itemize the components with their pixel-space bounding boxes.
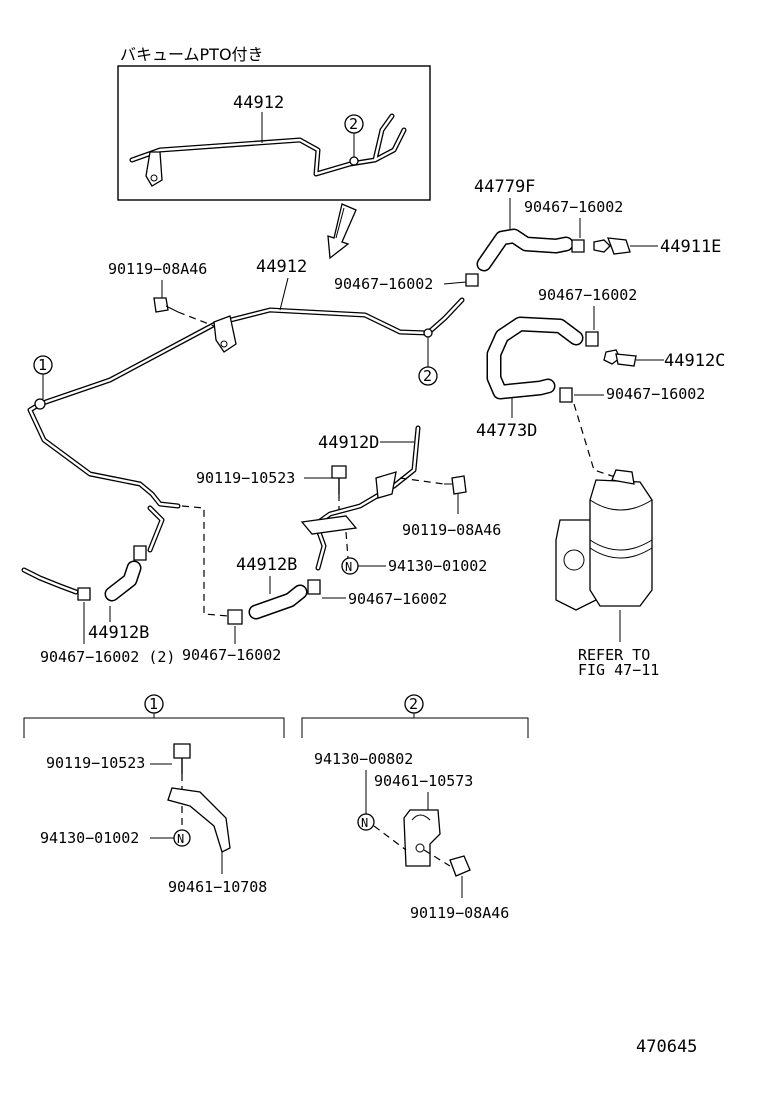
svg-text:2: 2 — [409, 695, 418, 713]
inset-frame — [117, 65, 431, 201]
label-90467-16002-d: 90467−16002 — [606, 385, 705, 403]
svg-text:2: 2 — [423, 367, 432, 385]
svg-text:N: N — [361, 816, 368, 830]
clip-90467-c — [585, 331, 599, 347]
detail2-bolt-label: 90119−08A46 — [410, 904, 509, 922]
label-44912: 44912 — [256, 257, 307, 277]
label-90467-16002-b: 90467−16002 — [334, 275, 433, 293]
label-94130-01002-a: 94130−01002 — [388, 557, 487, 575]
view-arrow — [327, 203, 357, 260]
clip-90467-b — [465, 273, 479, 287]
hose-44912B-a — [248, 584, 308, 620]
clip-90467-e — [307, 579, 321, 595]
bolt-90119-08A46-a — [153, 297, 179, 313]
detail2-nut: N — [357, 813, 375, 831]
label-refer-to: REFER TO — [578, 646, 650, 664]
clip-90467-d — [559, 387, 573, 403]
figure-number: 470645 — [636, 1037, 697, 1057]
svg-text:1: 1 — [38, 356, 47, 374]
label-90119-08A46-a: 90119−08A46 — [108, 260, 207, 278]
vacuum-canister — [555, 469, 653, 611]
marker-1: 1 — [33, 355, 53, 399]
detail-2: 2 94130−00802 N 90461−10573 90119−08A46 — [301, 694, 529, 922]
clip-90467-g — [227, 609, 243, 625]
inset-vacuum-pto: バキュームPTO付き 44912 2 — [117, 45, 431, 201]
label-90467-16002-a: 90467−16002 — [524, 198, 623, 216]
detail1-nut-label: 94130−01002 — [40, 829, 139, 847]
pipe-44912D — [313, 425, 421, 571]
pipe-joint-2 — [423, 328, 433, 338]
svg-text:1: 1 — [149, 695, 158, 713]
label-44912D: 44912D — [318, 433, 379, 453]
inset-joint — [349, 156, 359, 166]
svg-text:2: 2 — [349, 115, 358, 133]
bracket-44912D — [300, 515, 358, 535]
label-90119-10523-a: 90119−10523 — [196, 469, 295, 487]
connector-44912C — [603, 349, 637, 367]
detail1-nut: N — [173, 829, 191, 847]
main-pipe-44912 — [27, 297, 465, 553]
detail2-bolt — [449, 855, 471, 877]
bolt-90119-10523-a — [331, 465, 347, 494]
pipe-bracket — [213, 315, 237, 353]
inset-pipe-label: 44912 — [233, 93, 284, 113]
detail-1: 1 90119−10523 N 94130−01002 90461−10708 — [23, 694, 285, 896]
label-44773D: 44773D — [476, 421, 537, 441]
marker-2: 2 — [418, 337, 438, 386]
nut-94130-01002-a: N — [341, 557, 359, 575]
label-44912B-b: 44912B — [88, 623, 149, 643]
label-44911E: 44911E — [660, 237, 721, 257]
inset-title: バキュームPTO付き — [120, 45, 264, 64]
label-90467-16002-g: 90467−16002 — [182, 646, 281, 664]
detail1-bracket-label: 90461−10708 — [168, 878, 267, 896]
svg-text:N: N — [177, 832, 184, 846]
detail2-nut-label: 94130−00802 — [314, 750, 413, 768]
hose-44779F — [476, 228, 574, 272]
detail2-clamp — [403, 809, 441, 867]
label-44779F: 44779F — [474, 177, 535, 197]
label-90467-16002-e: 90467−16002 — [348, 590, 447, 608]
detail2-clamp-label: 90461−10573 — [374, 772, 473, 790]
label-fig-47-11: FIG 47−11 — [578, 661, 659, 679]
pipe-joint-1 — [34, 398, 46, 410]
clip-90467-a — [571, 239, 585, 253]
label-44912B-a: 44912B — [236, 555, 297, 575]
label-90467-16002-f: 90467−16002 (2) — [40, 648, 175, 666]
hose-44773D — [486, 316, 584, 400]
label-90119-08A46-b: 90119−08A46 — [402, 521, 501, 539]
clip-90467-f-top — [133, 545, 147, 561]
clip-90467-f-left — [77, 587, 91, 601]
inset-bracket — [145, 151, 163, 187]
svg-text:N: N — [345, 560, 352, 574]
detail1-bolt — [173, 743, 191, 774]
label-44912C: 44912C — [664, 351, 725, 371]
detail1-bracket — [167, 787, 231, 853]
connector-44911E — [593, 237, 631, 255]
hose-44912B-b — [104, 560, 142, 602]
detail1-bolt-label: 90119−10523 — [46, 754, 145, 772]
label-90467-16002-c: 90467−16002 — [538, 286, 637, 304]
bolt-90119-08A46-b — [444, 475, 467, 495]
